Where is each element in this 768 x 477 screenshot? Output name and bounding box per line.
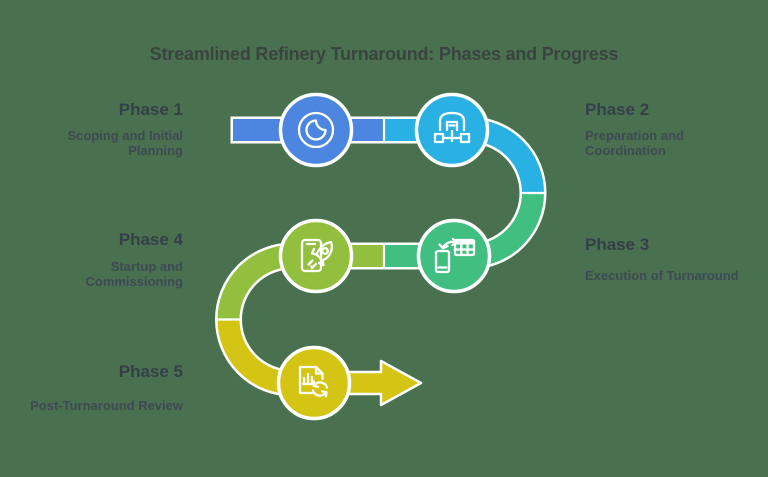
mobile-schedule-sync-icon xyxy=(434,237,476,274)
mobile-phone xyxy=(434,249,451,274)
segment-seams xyxy=(217,118,545,321)
schedule-table-header xyxy=(455,240,474,245)
rocket-fin-upper xyxy=(310,247,318,256)
phase-1-node xyxy=(278,92,354,168)
schedule-grid-lines xyxy=(453,243,476,257)
report-refresh-icon xyxy=(298,365,329,398)
sync-arrow-head-bottom xyxy=(438,243,449,250)
refresh-arc-top-head xyxy=(312,380,320,388)
rocket-window xyxy=(321,247,329,255)
distribution-lines xyxy=(441,129,463,143)
page-title: Streamlined Refinery Turnaround: Phases … xyxy=(149,44,619,64)
warehouse-building xyxy=(438,111,466,132)
rocket-fin-lower xyxy=(317,259,325,267)
report-document xyxy=(298,365,318,395)
phase-1-label: Phase 1 xyxy=(118,100,183,119)
phase-4-node xyxy=(278,218,354,294)
phone-rocket-launch-icon xyxy=(300,238,333,273)
moon-clock-icon xyxy=(297,111,335,149)
report-document-fold-corner xyxy=(314,365,324,375)
phase-3-node xyxy=(416,218,492,294)
phase-5-label: Phase 5 xyxy=(118,362,183,381)
moon-clock-ring xyxy=(297,111,335,149)
refresh-arc-bottom-head xyxy=(320,390,328,398)
phase-2-description: Preparation and Coordination xyxy=(585,128,684,158)
phase-3-description: Execution of Turnaround xyxy=(585,268,739,283)
phase-4-label: Phase 4 xyxy=(118,230,183,249)
rocket-flames xyxy=(307,259,318,270)
warehouse-door xyxy=(445,120,459,132)
crate-right xyxy=(459,132,471,144)
smartphone xyxy=(300,238,323,273)
report-bar-chart xyxy=(301,372,316,386)
rocket-body xyxy=(315,240,333,262)
moon-crescent xyxy=(305,119,327,141)
phase-3-label: Phase 3 xyxy=(585,235,650,254)
sync-arrow-head-top xyxy=(451,237,459,247)
phase-1-description: Scoping and Initial Planning xyxy=(67,128,183,158)
crate-left xyxy=(433,132,445,144)
refresh-arc-bottom xyxy=(311,389,327,397)
phase-5-description: Post-Turnaround Review xyxy=(30,398,183,413)
warehouse-distribution-icon xyxy=(433,111,471,144)
phase-4-description: Startup and Commissioning xyxy=(85,259,183,289)
phase-2-label: Phase 2 xyxy=(585,100,650,119)
refresh-arc-top xyxy=(313,381,329,389)
